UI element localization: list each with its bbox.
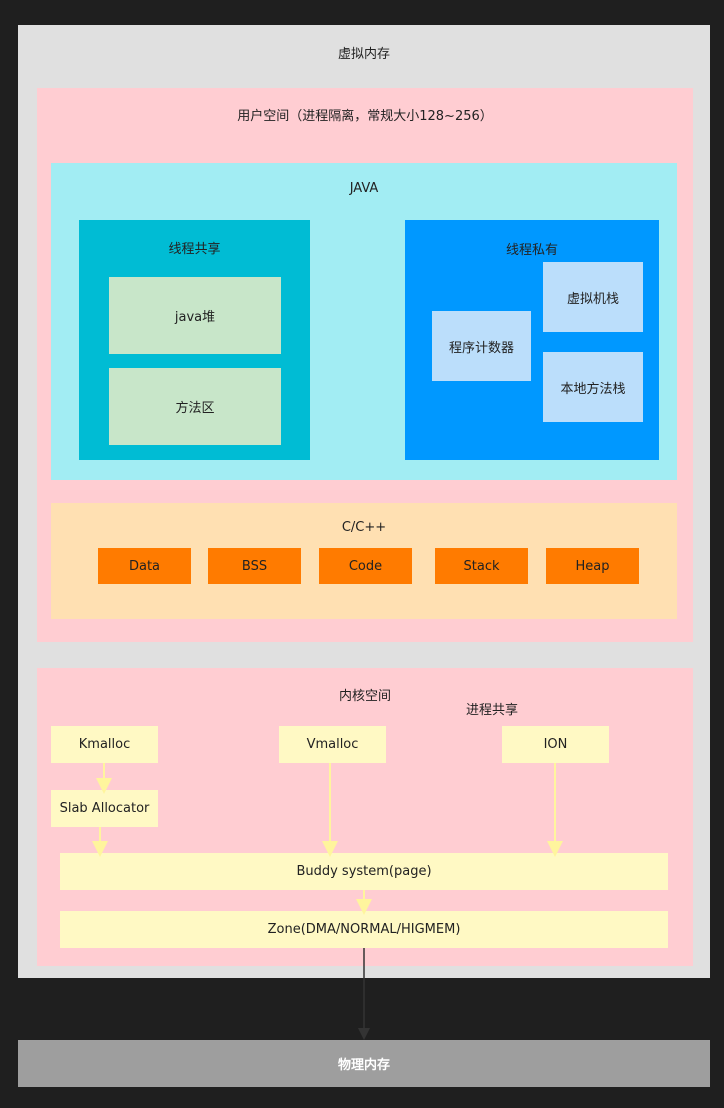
cpp-title: C/C++: [341, 520, 387, 535]
thread-shared-title: 线程共享: [168, 242, 221, 257]
vm-stack-box: 虚拟机栈: [543, 262, 643, 332]
program-counter-box: 程序计数器: [432, 311, 531, 381]
virtual-memory-title: 虚拟内存: [337, 47, 390, 62]
thread-private-title: 线程私有: [505, 243, 558, 258]
cpp-segment-bss: BSS: [208, 548, 301, 584]
user-space-title: 用户空间（进程隔离，常规大小128~256）: [237, 109, 493, 124]
java-heap-box: java堆: [109, 277, 281, 354]
method-area-box: 方法区: [109, 368, 281, 445]
zone-box: Zone(DMA/NORMAL/HIGMEM): [60, 911, 668, 948]
physical-memory-box: 物理内存: [18, 1040, 710, 1087]
ion-box: ION: [502, 726, 609, 763]
cpp-segment-data: Data: [98, 548, 191, 584]
vmalloc-box: Vmalloc: [279, 726, 386, 763]
kmalloc-box: Kmalloc: [51, 726, 158, 763]
cpp-segment-heap: Heap: [546, 548, 639, 584]
slab-allocator-box: Slab Allocator: [51, 790, 158, 827]
buddy-system-box: Buddy system(page): [60, 853, 668, 890]
native-method-stack-box: 本地方法栈: [543, 352, 643, 422]
cpp-segment-code: Code: [319, 548, 412, 584]
process-shared-note: 进程共享: [466, 703, 519, 718]
kernel-space-title: 内核空间: [338, 689, 391, 704]
java-title: JAVA: [349, 181, 379, 196]
cpp-segment-stack: Stack: [435, 548, 528, 584]
